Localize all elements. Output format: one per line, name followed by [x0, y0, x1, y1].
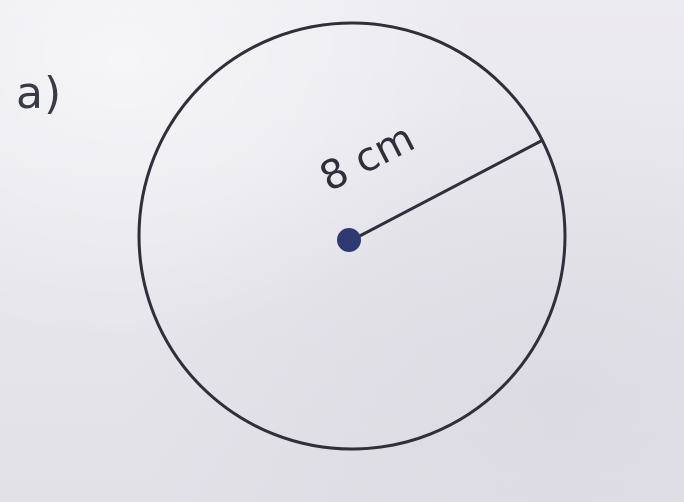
part-label: a) — [16, 68, 63, 119]
radius-line — [350, 139, 543, 242]
radius-measurement-label: 8 cm — [313, 115, 422, 201]
circle-outline — [137, 21, 567, 451]
center-point — [337, 228, 361, 252]
